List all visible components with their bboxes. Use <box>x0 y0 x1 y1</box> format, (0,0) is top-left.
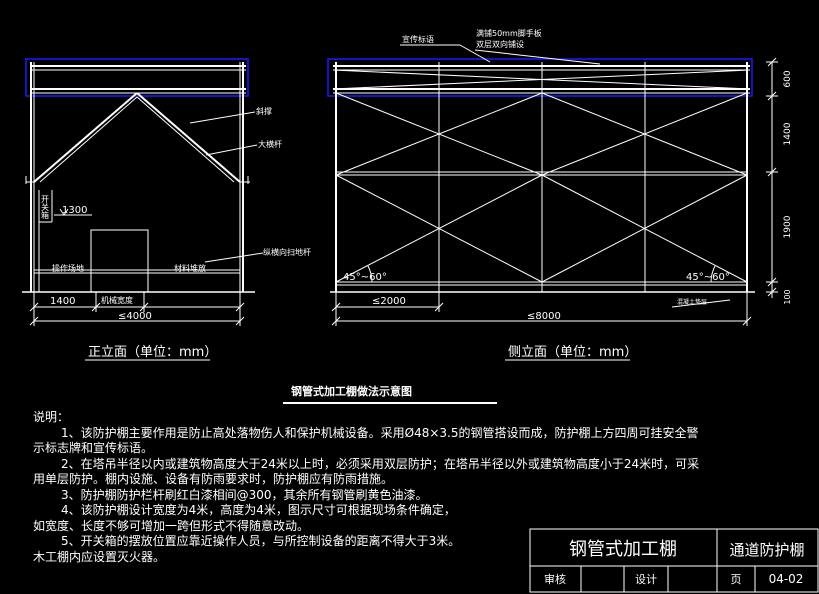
side-dim-1900: 1900 <box>783 215 793 238</box>
front-label-horizontal-bar: 大横杆 <box>258 139 282 149</box>
title-block-design-label: 设计 <box>635 573 657 586</box>
note-line: 木工棚内应设置灭火器。 <box>33 549 166 564</box>
front-label-diagonal: 斜撑 <box>256 106 272 116</box>
front-label-ground-sweep: 纵横向扫地杆 <box>263 247 311 257</box>
front-dim-1400: 1400 <box>50 296 75 307</box>
title-block-page-number: 04-02 <box>769 572 804 586</box>
side-dim-100: 100 <box>783 289 792 304</box>
side-label-plank-note-2: 双层双向铺设 <box>476 39 524 49</box>
side-elevation <box>327 44 778 361</box>
side-label-promo-board: 宣传标语 <box>402 34 434 44</box>
title-block-review-label: 审核 <box>544 572 566 586</box>
note-line: 5、开关箱的摆放位置应靠近操作人员，与所控制设备的距离不得大于3米。 <box>61 534 461 548</box>
note-line: 用单层防护。棚内设施、设备有防雨要求时，防护棚应有防雨措施。 <box>33 472 394 486</box>
note-line: 2、在塔吊半径以内或建筑物高度大于24米以上时，必须采用双层防护；在塔吊半径以外… <box>61 456 700 471</box>
front-label-material-stack: 材料堆放 <box>174 263 206 273</box>
front-dim-total: ≤4000 <box>118 311 152 322</box>
title-block-frame <box>529 528 819 593</box>
note-line: 1、该防护棚主要作用是防止高处落物伤人和保护机械设备。采用Ø48×3.5的钢管搭… <box>61 425 699 440</box>
front-label-machine-width: 机械宽度 <box>101 295 133 305</box>
note-line: 4、该防护棚设计宽度为4米，高度为4米，图示尺寸可根据现场条件确定， <box>61 503 456 517</box>
side-view-title: 侧立面（单位：mm） <box>508 345 637 360</box>
front-label-height-1300: 1300 <box>62 205 87 216</box>
side-dim-600: 600 <box>783 70 793 87</box>
note-line: 3、防护棚防护栏杆刷红白漆相间@300，其余所有钢管刷黄色油漆。 <box>61 487 428 502</box>
side-label-plank-note-1: 满铺50mm脚手板 <box>476 28 542 38</box>
side-dim-2000: ≤2000 <box>372 296 406 307</box>
front-view-title: 正立面（单位：mm） <box>88 345 217 360</box>
side-label-foundation: 混凝土垫层 <box>677 298 707 306</box>
drawing-main-title: 钢管式加工棚做法示意图 <box>291 384 412 398</box>
note-line: 示标志牌和宣传标语。 <box>33 441 154 455</box>
note-line: 如宽度、长度不够可增加一跨但形式不得随意改动。 <box>33 518 310 533</box>
front-label-switch-box: 开关箱 <box>41 195 50 220</box>
notes-heading: 说明： <box>33 410 70 424</box>
front-elevation <box>22 58 264 361</box>
title-block-page-label: 页 <box>731 573 742 586</box>
side-label-angle-left: 45°~60° <box>343 272 387 283</box>
front-label-operation-area: 操作场地 <box>52 263 84 273</box>
title-block-category: 通道防护棚 <box>729 541 804 559</box>
side-dim-8000: ≤8000 <box>527 311 561 322</box>
side-dim-1400: 1400 <box>783 122 793 145</box>
side-label-angle-right: 45°~60° <box>686 272 730 283</box>
title-block-name: 钢管式加工棚 <box>569 539 677 560</box>
notes-section: 说明： 1、该防护棚主要作用是防止高处落物伤人和保护机械设备。采用Ø48×3.5… <box>33 410 793 565</box>
